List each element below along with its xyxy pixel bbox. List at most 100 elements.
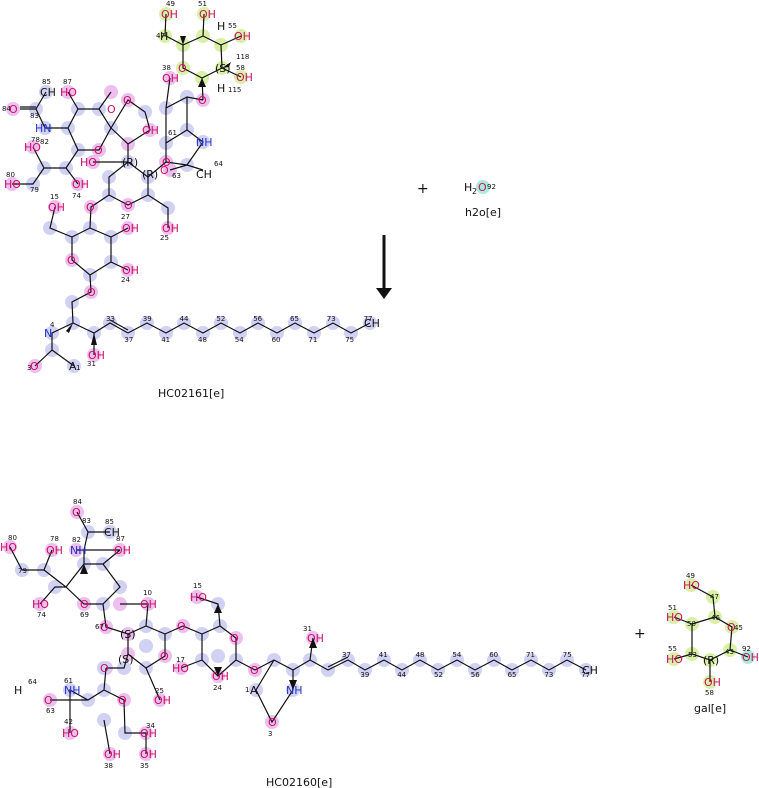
svg-text:O: O xyxy=(160,650,169,663)
chain-index: 65 xyxy=(508,671,517,679)
svg-text:58: 58 xyxy=(705,689,714,697)
svg-text:61: 61 xyxy=(168,129,177,137)
chain-index: 77 xyxy=(581,671,590,679)
svg-text:CH: CH xyxy=(104,526,120,539)
svg-text:OH: OH xyxy=(704,676,721,689)
svg-text:O: O xyxy=(9,103,18,116)
svg-text:24: 24 xyxy=(213,684,222,692)
svg-text:3: 3 xyxy=(27,364,31,372)
svg-text:67: 67 xyxy=(95,623,104,631)
svg-text:OH: OH xyxy=(140,748,157,761)
svg-text:47: 47 xyxy=(156,32,165,40)
svg-text:O: O xyxy=(124,199,133,212)
chain-index: 60 xyxy=(272,336,281,344)
svg-text:HO: HO xyxy=(60,86,77,99)
svg-text:HN: HN xyxy=(35,122,52,135)
svg-text:O: O xyxy=(118,694,127,707)
svg-text:38: 38 xyxy=(162,64,171,72)
svg-text:HO: HO xyxy=(4,178,21,191)
svg-text:35: 35 xyxy=(140,762,149,770)
svg-text:NH: NH xyxy=(196,136,213,149)
svg-text:74: 74 xyxy=(37,611,46,619)
svg-text:O: O xyxy=(30,360,39,373)
chain-index: 39 xyxy=(143,315,152,323)
h2o-structure: H 2 O 92 xyxy=(464,180,496,196)
svg-text:A: A xyxy=(250,684,258,697)
svg-text:34: 34 xyxy=(146,722,155,730)
svg-text:24: 24 xyxy=(121,276,130,284)
svg-text:OH: OH xyxy=(140,727,157,740)
svg-text:HO: HO xyxy=(62,727,79,740)
chain-index: 41 xyxy=(161,336,170,344)
svg-text:63: 63 xyxy=(46,707,55,715)
plus-sign-top: + xyxy=(417,181,429,197)
chain-index: 44 xyxy=(397,671,406,679)
svg-text:HO: HO xyxy=(32,598,49,611)
chain-index: 48 xyxy=(198,336,207,344)
svg-text:87: 87 xyxy=(63,78,72,86)
svg-text:25: 25 xyxy=(155,687,164,695)
svg-text:1: 1 xyxy=(245,686,249,694)
svg-text:78: 78 xyxy=(50,535,59,543)
water-o: O xyxy=(478,181,487,194)
svg-text:79: 79 xyxy=(18,567,27,575)
svg-text:OH: OH xyxy=(212,670,229,683)
bonds-top xyxy=(12,13,371,367)
svg-text:CH: CH xyxy=(582,664,598,677)
svg-text:47: 47 xyxy=(710,593,719,601)
svg-text:HO: HO xyxy=(190,591,207,604)
svg-text:OH: OH xyxy=(162,222,179,235)
svg-text:83: 83 xyxy=(30,112,39,120)
svg-text:45: 45 xyxy=(734,624,743,632)
svg-text:OH: OH xyxy=(742,651,759,664)
svg-text:79: 79 xyxy=(30,186,39,194)
chain-index: 65 xyxy=(290,315,299,323)
chain-index: 52 xyxy=(216,315,225,323)
svg-text:4: 4 xyxy=(50,321,55,329)
svg-text:42: 42 xyxy=(64,718,73,726)
svg-text:55: 55 xyxy=(228,22,237,30)
reaction-arrow xyxy=(376,235,392,299)
chain-index: 41 xyxy=(379,651,388,659)
svg-text:118: 118 xyxy=(236,53,249,61)
svg-text:OH: OH xyxy=(46,544,63,557)
svg-text:OH: OH xyxy=(72,178,89,191)
chain-index: 37 xyxy=(124,336,133,344)
svg-text:63: 63 xyxy=(172,172,181,180)
svg-text:O: O xyxy=(67,254,76,267)
svg-text:HO: HO xyxy=(683,579,700,592)
svg-text:61: 61 xyxy=(64,677,73,685)
svg-text:N: N xyxy=(44,327,52,340)
svg-text:78: 78 xyxy=(31,136,40,144)
label-hc02160: HC02160[e] xyxy=(266,776,332,788)
svg-text:O: O xyxy=(178,62,187,75)
svg-text:HO: HO xyxy=(80,156,97,169)
svg-text:64: 64 xyxy=(214,160,223,168)
water-sub: 2 xyxy=(472,187,477,196)
water-index: 92 xyxy=(487,183,496,191)
svg-text:NH: NH xyxy=(64,684,81,697)
atom-labels-bottom: O CH NH HO OH OH HO O OH O (S) (S) O O O… xyxy=(0,506,598,761)
svg-text:OH: OH xyxy=(162,72,179,85)
svg-text:OH: OH xyxy=(114,544,131,557)
svg-text:H: H xyxy=(160,30,168,43)
plus-sign-bottom: + xyxy=(634,626,646,642)
svg-text:A: A xyxy=(69,360,77,373)
svg-text:O: O xyxy=(72,506,81,519)
chain-index: 54 xyxy=(452,651,461,659)
chain-index: 71 xyxy=(526,651,535,659)
svg-text:CH: CH xyxy=(40,86,56,99)
svg-text:64: 64 xyxy=(28,678,37,686)
chain-index: 73 xyxy=(544,671,553,679)
svg-text:115: 115 xyxy=(228,86,241,94)
chain-index: 44 xyxy=(180,315,189,323)
svg-text:15: 15 xyxy=(193,582,202,590)
svg-text:O: O xyxy=(100,621,109,634)
svg-text:15: 15 xyxy=(50,193,59,201)
stereo-wedges-bottom xyxy=(80,564,317,690)
svg-text:OH: OH xyxy=(236,71,253,84)
svg-text:17: 17 xyxy=(176,656,185,664)
